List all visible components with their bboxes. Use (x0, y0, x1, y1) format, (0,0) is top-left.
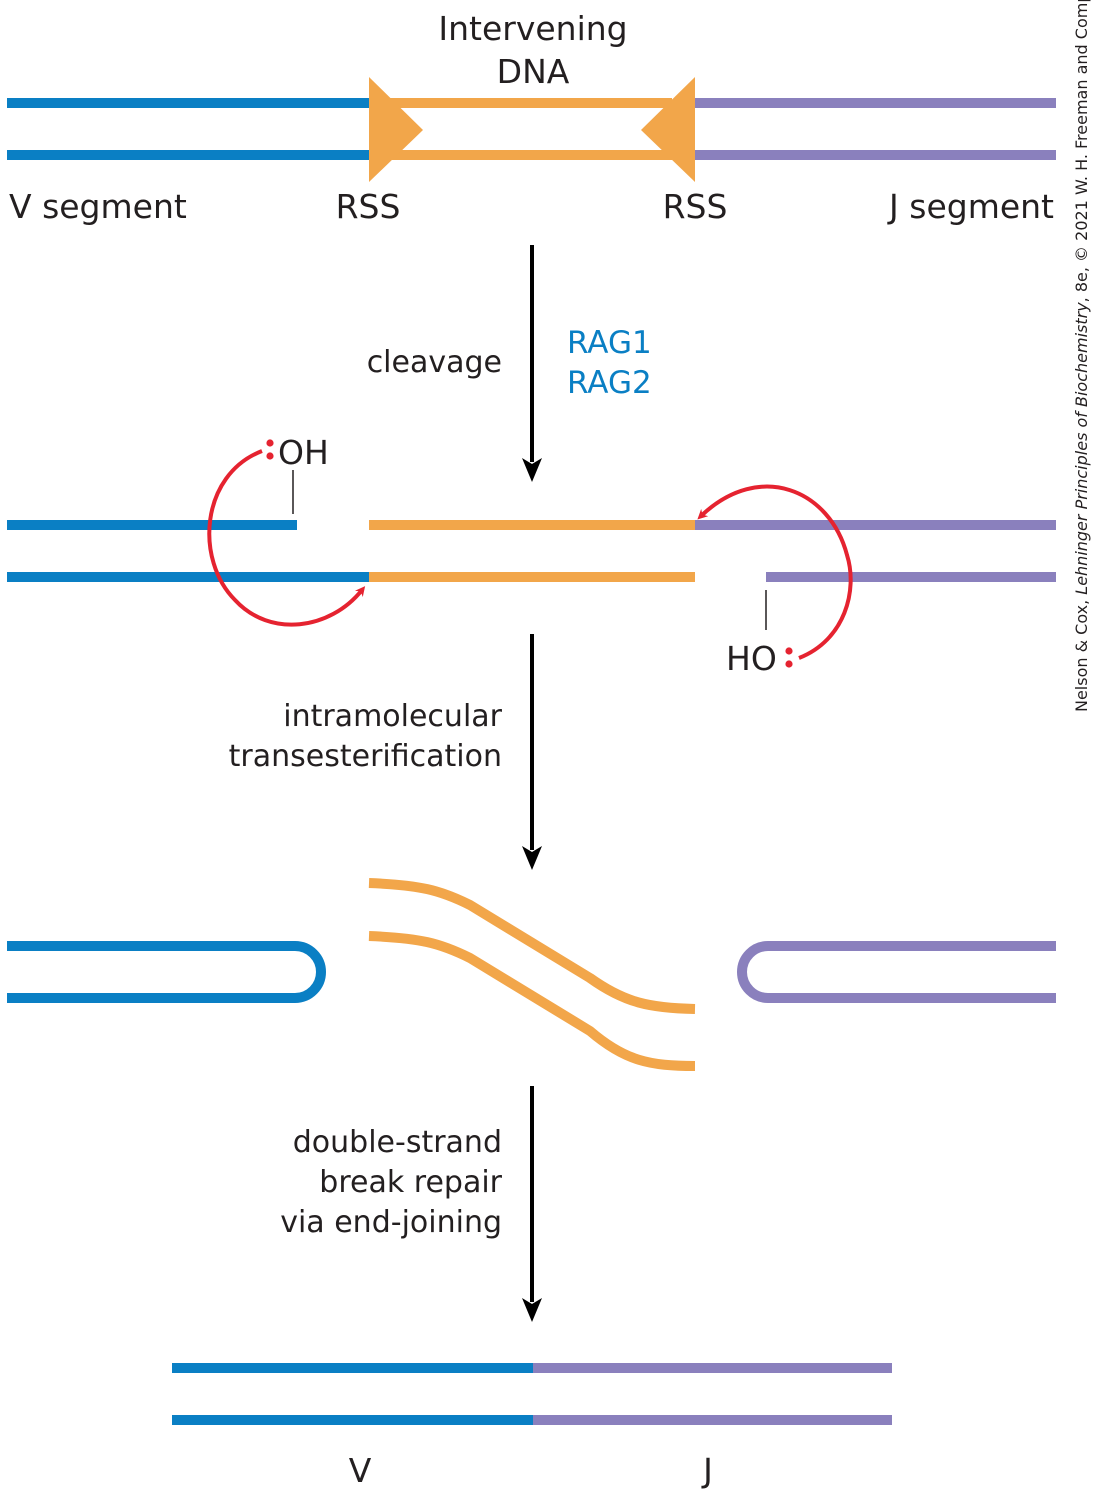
oh-left-label: OH (278, 433, 329, 472)
ho-right-lone-pair-dot (785, 647, 793, 655)
step-arrowhead (522, 846, 542, 870)
repair-label-line3: via end-joining (280, 1205, 502, 1240)
j-final-label: J (701, 1451, 713, 1490)
rss-right-label: RSS (663, 187, 728, 226)
j-coding-hairpin (737, 941, 1056, 1003)
j-segment-label: J segment (887, 187, 1054, 226)
repair-label-line1: double-strand (293, 1125, 502, 1160)
v-segment-label: V segment (9, 187, 187, 226)
ho-right-label: HO (726, 639, 777, 678)
step-arrowhead (522, 458, 542, 482)
step-repair: double-strand break repair via end-joini… (280, 1086, 542, 1322)
rag2-label: RAG2 (567, 365, 652, 401)
v-final-label: V (349, 1451, 372, 1490)
repair-label-line2: break repair (319, 1165, 502, 1200)
copyright-notice: Nelson & Cox, Lehninger Principles of Bi… (1072, 0, 1091, 712)
ho-right-lone-pair-dot (785, 660, 793, 668)
stage-hairpins (7, 878, 1056, 1071)
transesterification-label-line2: transesterification (229, 739, 502, 774)
nucleophilic-attack-arrow-left (207, 449, 366, 627)
cleavage-label: cleavage (367, 345, 502, 380)
stage-initial-dna: Intervening DNA V segment RSS RSS J segm… (7, 9, 1056, 226)
step-arrowhead (522, 1298, 542, 1322)
stage-joined-vj: V J (172, 1363, 892, 1490)
rag1-label: RAG1 (567, 325, 652, 361)
transesterification-label-line1: intramolecular (283, 699, 502, 734)
oh-left-lone-pair-dot (266, 439, 274, 447)
excised-intervening-top-strand (368, 878, 696, 1014)
stage-cleaved-dna: OH HO (7, 433, 1056, 678)
excised-intervening-bottom-strand (368, 931, 696, 1071)
step-transesterification: intramolecular transesterification (229, 634, 542, 870)
oh-left-lone-pair-dot (266, 452, 274, 460)
intervening-label-line2: DNA (497, 52, 570, 91)
rss-left-triangle (369, 77, 423, 182)
v-coding-hairpin (7, 941, 326, 1003)
nucleophilic-attack-arrow-right (697, 484, 853, 660)
step-cleavage: cleavage RAG1 RAG2 (367, 245, 652, 482)
rss-left-label: RSS (336, 187, 401, 226)
rss-right-triangle (641, 77, 695, 182)
intervening-label-line1: Intervening (438, 9, 627, 48)
